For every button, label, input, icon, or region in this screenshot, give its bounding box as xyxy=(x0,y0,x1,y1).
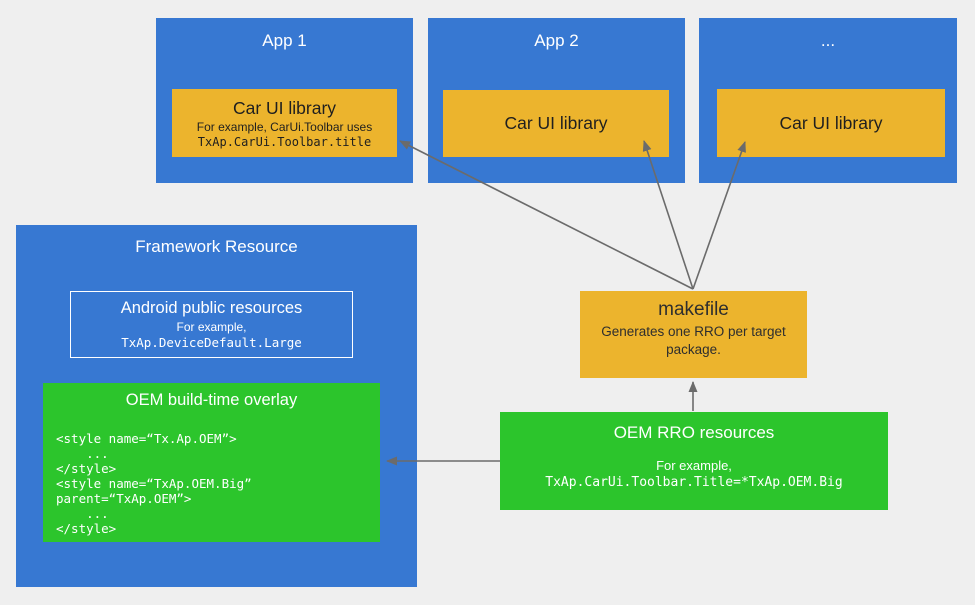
app1-carui-library-note: For example, CarUi.Toolbar uses xyxy=(197,120,372,134)
oem-build-time-overlay-title: OEM build-time overlay xyxy=(125,391,298,409)
app2-title: App 2 xyxy=(534,31,579,50)
app1-carui-library-box: Car UI library For example, CarUi.Toolba… xyxy=(172,89,397,157)
oem-rro-example-label: For example, xyxy=(656,458,732,473)
app1-carui-library-title: Car UI library xyxy=(232,97,337,118)
app1-title: App 1 xyxy=(262,31,307,50)
app2-carui-library-box: Car UI library xyxy=(443,90,669,157)
android-public-resources-title: Android public resources xyxy=(120,299,303,317)
app-ellipsis-title: ... xyxy=(820,31,836,50)
android-public-resources-box: Android public resources For example, Tx… xyxy=(70,291,353,358)
oem-build-time-overlay-code: <style name=“Tx.Ap.OEM”> ... </style> <s… xyxy=(56,431,252,536)
oem-build-time-overlay-box: OEM build-time overlay <style name=“Tx.A… xyxy=(43,383,380,542)
note-code: CarUi.Toolbar xyxy=(270,119,344,134)
oem-rro-resources-box: OEM RRO resources For example, TxAp.CarU… xyxy=(500,412,888,510)
app1-carui-library-example: TxAp.CarUi.Toolbar.title xyxy=(197,134,372,149)
makefile-subtitle: Generates one RRO per target package. xyxy=(601,324,786,358)
android-public-resources-example-code: TxAp.DeviceDefault.Large xyxy=(121,335,302,350)
app-ellipsis-carui-library-box: Car UI library xyxy=(717,89,945,157)
makefile-title: makefile xyxy=(658,299,729,320)
app2-carui-library-title: Car UI library xyxy=(504,113,608,133)
android-public-resources-example-label: For example, xyxy=(176,320,247,334)
oem-rro-example-code: TxAp.CarUi.Toolbar.Title=*TxAp.OEM.Big xyxy=(545,475,843,490)
note-prefix: For example, xyxy=(196,119,271,134)
oem-rro-resources-title: OEM RRO resources xyxy=(613,423,775,442)
makefile-box: makefile Generates one RRO per target pa… xyxy=(580,291,807,378)
note-suffix: uses xyxy=(343,119,373,134)
framework-resource-title: Framework Resource xyxy=(135,237,298,256)
app-ellipsis-carui-library-title: Car UI library xyxy=(779,112,883,133)
